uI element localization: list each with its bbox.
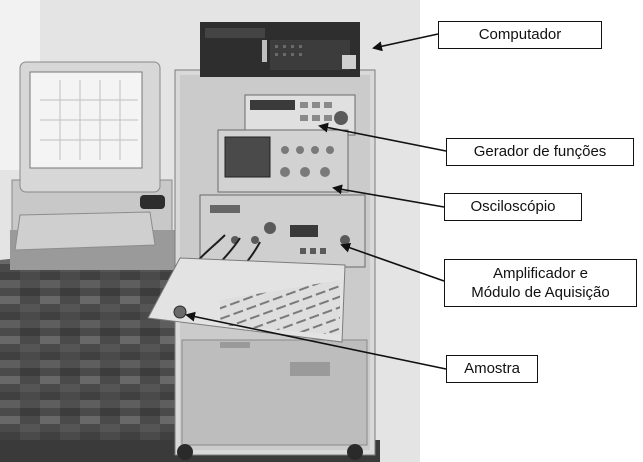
oscilloscope-device: [217, 129, 349, 193]
oscilloscope-label: Osciloscópio: [444, 193, 582, 221]
arrow-amplifier: [340, 242, 445, 282]
sample-specimen: [173, 305, 187, 319]
arrow-function-generator: [318, 122, 447, 152]
amplifier-label-line1: Amplificador e: [492, 265, 589, 282]
arrow-sample: [185, 311, 447, 370]
function-generator-device: [244, 94, 356, 136]
computer-label: Computador: [438, 21, 602, 49]
amplifier-label-line2: Módulo de Aquisição: [471, 284, 610, 301]
arrow-computer: [372, 33, 439, 52]
sample-label: Amostra: [446, 355, 538, 383]
function-generator-label: Gerador de funções: [446, 138, 634, 166]
amplifier-module-label: Amplificador e Módulo de Aquisição: [444, 259, 637, 307]
arrow-oscilloscope: [332, 184, 445, 208]
sample-shelf: [147, 257, 346, 348]
crt-monitor: [10, 61, 175, 270]
annotation-arrows: [185, 33, 447, 370]
computer-tower: [200, 22, 360, 77]
amplifier-module-device: [179, 194, 366, 301]
